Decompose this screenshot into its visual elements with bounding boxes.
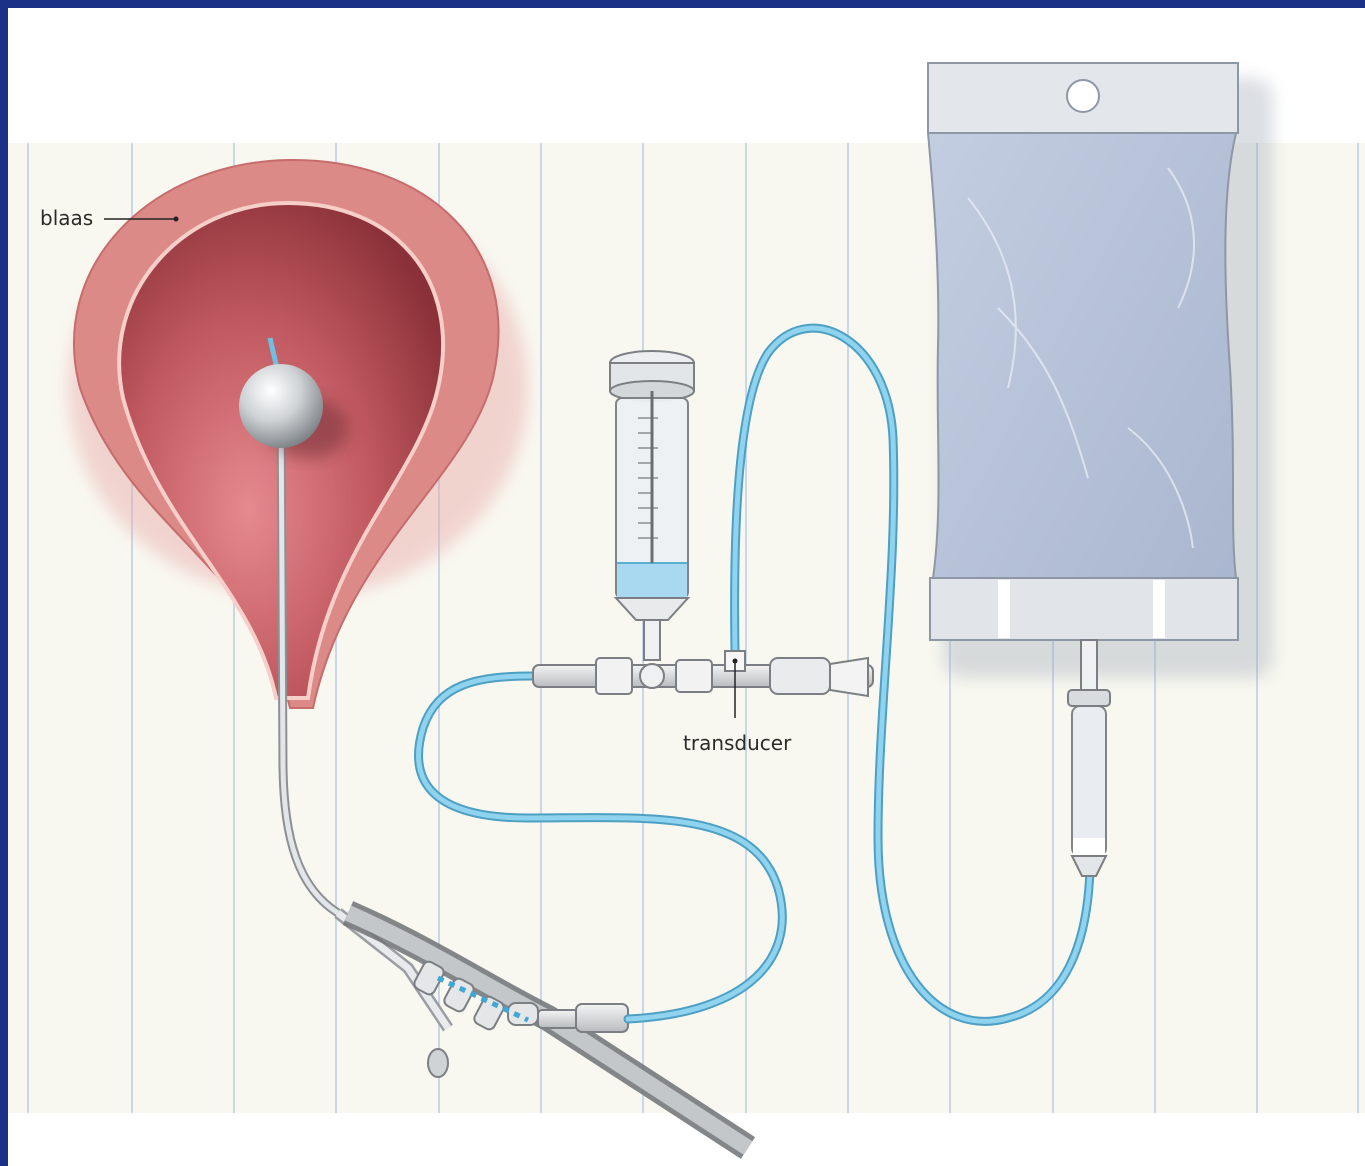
- iv-fluid-bag: [928, 63, 1273, 678]
- catheter-balloon: [239, 364, 323, 448]
- urodynamics-diagram: blaas transducer: [8, 8, 1365, 1166]
- transducer-label-text: transducer: [683, 731, 792, 755]
- diagram-canvas: blaas transducer: [8, 8, 1365, 1166]
- bladder-label-text: blaas: [40, 206, 93, 230]
